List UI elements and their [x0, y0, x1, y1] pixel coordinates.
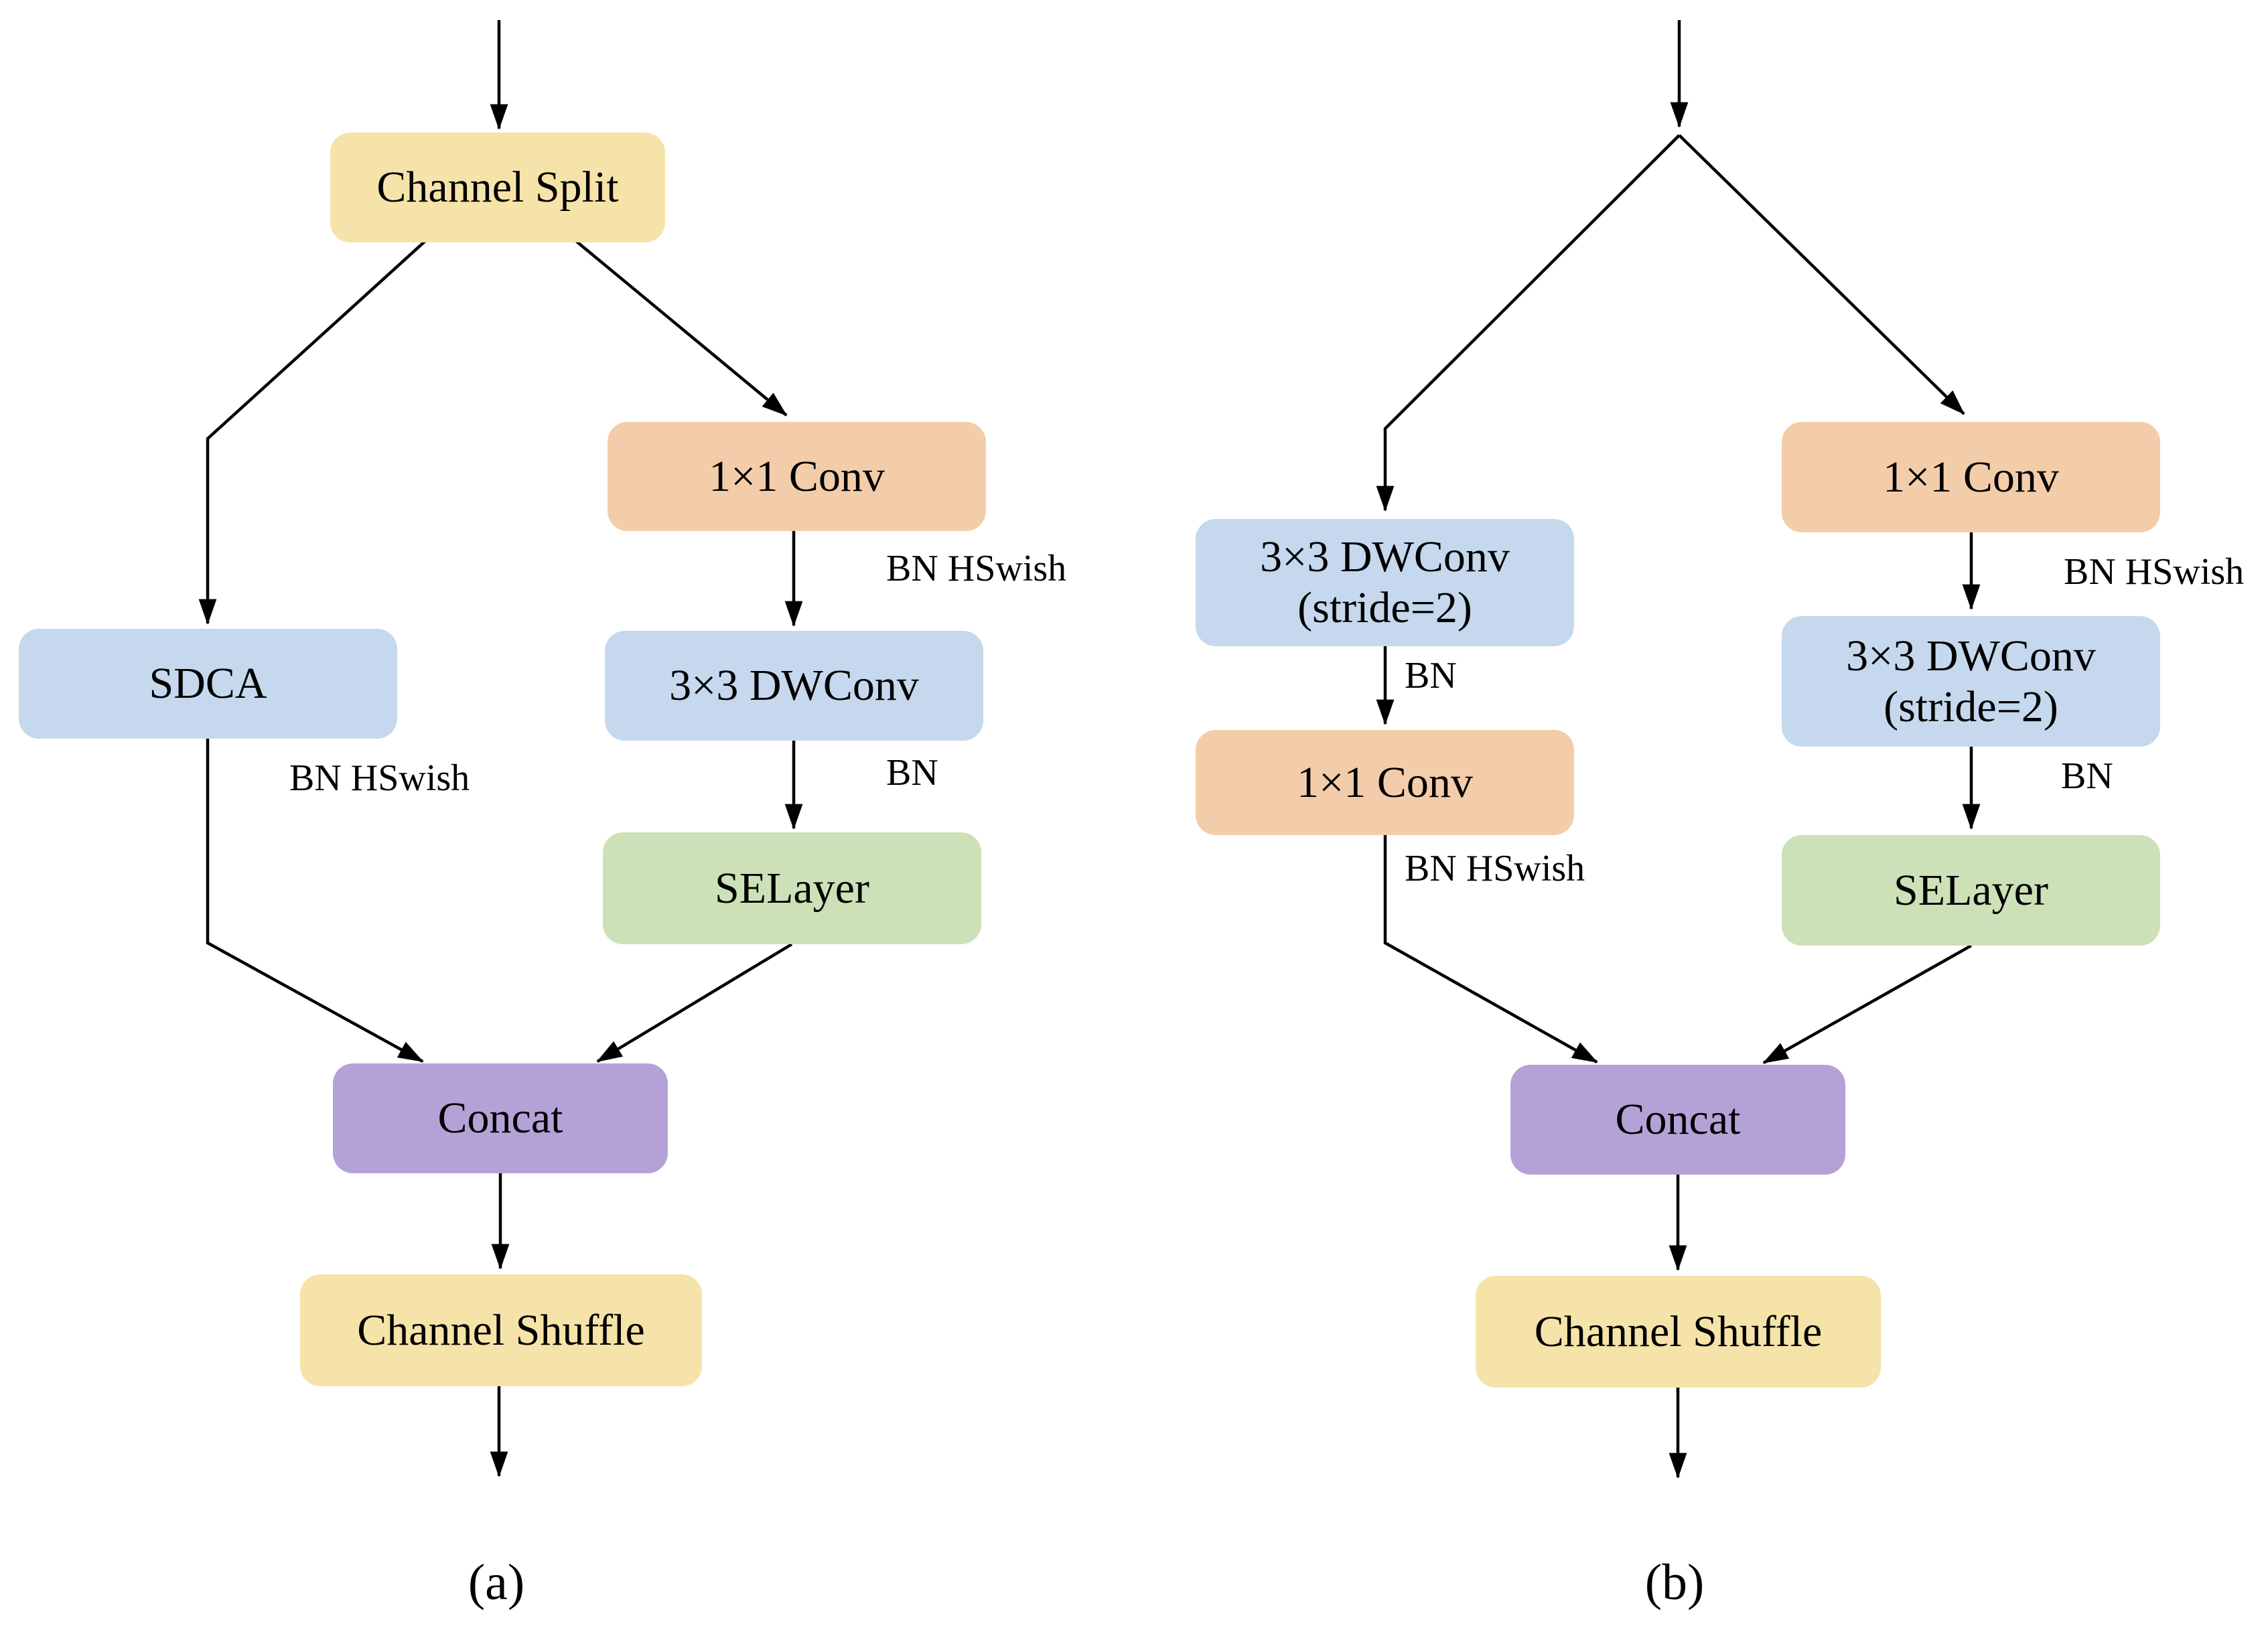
a-split-right-arrow	[575, 240, 788, 417]
node-a-conv1x1-label: 1×1 Conv	[709, 451, 885, 501]
b-selayer-to-concat-arrow	[1762, 944, 1973, 1064]
node-a-channel-shuffle-label: Channel Shuffle	[357, 1305, 645, 1355]
node-b-selayer: SELayer	[1782, 835, 2160, 946]
node-a-selayer-label: SELayer	[715, 863, 869, 913]
node-a-selayer: SELayer	[603, 832, 981, 944]
node-b-dwconv-right: 3×3 DWConv (stride=2)	[1782, 616, 2160, 747]
a-selayer-to-concat-arrow	[596, 943, 793, 1063]
a-split-left-line	[198, 238, 428, 625]
node-b-concat-label: Concat	[1615, 1095, 1741, 1144]
node-a-dwconv: 3×3 DWConv	[605, 631, 983, 741]
node-a-concat: Concat	[333, 1063, 668, 1173]
node-a-conv1x1: 1×1 Conv	[608, 422, 986, 531]
node-b-selayer-label: SELayer	[1894, 865, 2048, 915]
node-a-channel-shuffle: Channel Shuffle	[300, 1274, 702, 1386]
node-b-conv1x1-left: 1×1 Conv	[1196, 730, 1574, 835]
node-b-dwconv-right-line2: (stride=2)	[1884, 682, 2058, 731]
caption-b: (b)	[1644, 1554, 1705, 1611]
node-b-dwconv-left-line1: 3×3 DWConv	[1260, 532, 1510, 582]
node-b-conv1x1-left-label: 1×1 Conv	[1297, 757, 1473, 807]
node-channel-split-label: Channel Split	[376, 163, 619, 212]
annotation-a-bn-hswish-right: BN HSwish	[886, 548, 1067, 589]
annotation-a-bn: BN	[886, 752, 938, 794]
node-b-dwconv-left-line2: (stride=2)	[1297, 583, 1472, 632]
annotation-b-bn-right: BN	[2061, 755, 2113, 797]
node-b-dwconv-right-line1: 3×3 DWConv	[1846, 631, 2096, 680]
node-sdca: SDCA	[19, 629, 397, 739]
node-b-conv1x1-right-label: 1×1 Conv	[1883, 452, 2059, 502]
node-b-concat: Concat	[1510, 1065, 1845, 1175]
b-split-left-line	[1376, 134, 1681, 512]
node-b-dwconv-left: 3×3 DWConv (stride=2)	[1196, 519, 1574, 646]
node-a-dwconv-label: 3×3 DWConv	[669, 661, 919, 711]
annotation-b-bn-hswish-right: BN HSwish	[2064, 551, 2245, 593]
node-channel-split: Channel Split	[330, 133, 665, 242]
node-b-channel-shuffle: Channel Shuffle	[1476, 1276, 1881, 1388]
b-split-right-arrow	[1678, 134, 1965, 415]
node-sdca-label: SDCA	[149, 659, 267, 709]
caption-a: (a)	[468, 1554, 525, 1611]
annotation-a-bn-hswish-left: BN HSwish	[289, 757, 470, 799]
node-a-concat-label: Concat	[437, 1094, 563, 1143]
node-b-conv1x1-right: 1×1 Conv	[1782, 422, 2160, 532]
annotation-b-bn-hswish-left: BN HSwish	[1405, 848, 1585, 889]
annotation-b-bn-left: BN	[1405, 655, 1457, 696]
node-b-channel-shuffle-label: Channel Shuffle	[1534, 1307, 1823, 1356]
